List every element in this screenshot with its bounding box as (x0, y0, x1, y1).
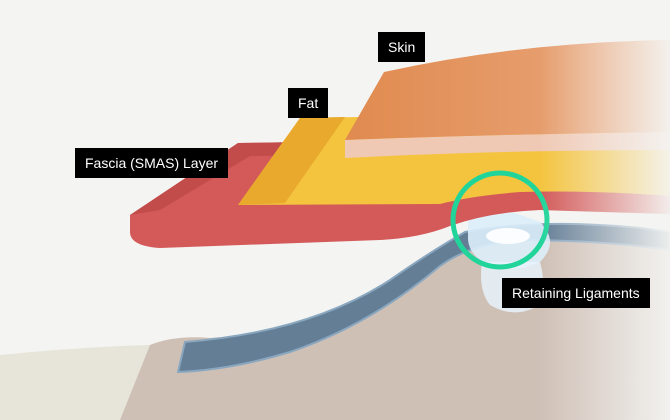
fat-side (238, 117, 345, 205)
skin-label: Skin (378, 32, 426, 62)
fascia-label: Fascia (SMAS) Layer (75, 148, 229, 178)
retaining-ligaments-label: Retaining Ligaments (502, 278, 650, 308)
right-fade (540, 0, 670, 420)
fat-label: Fat (288, 88, 329, 118)
